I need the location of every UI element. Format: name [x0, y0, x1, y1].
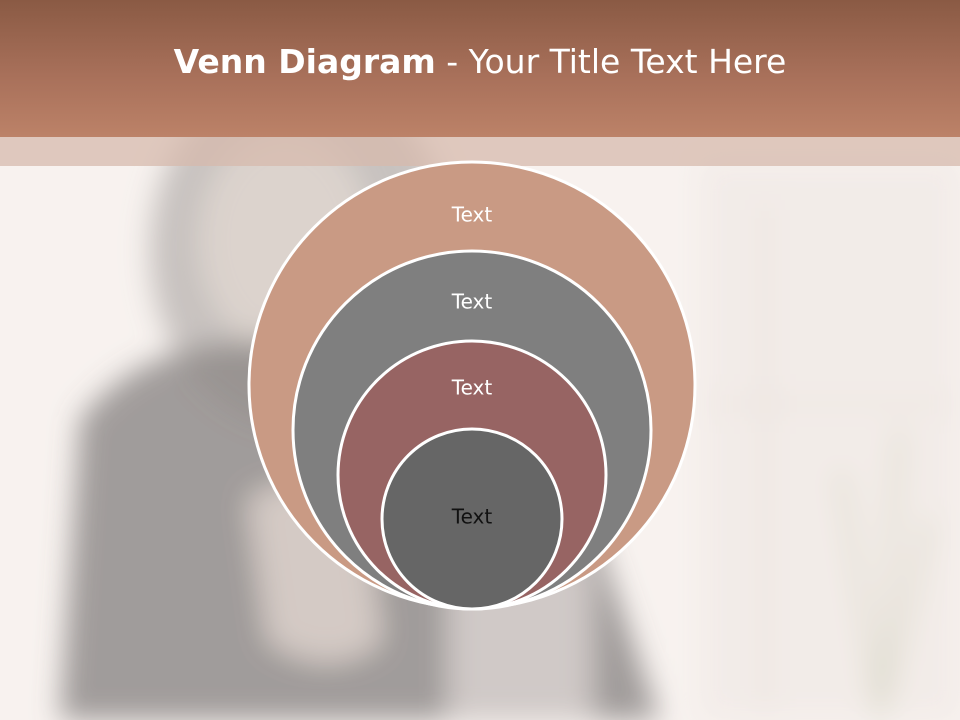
venn-circle-2-label[interactable]: Text — [451, 290, 493, 314]
venn-circle-1-label[interactable]: Text — [451, 203, 493, 227]
slide-title-bold: Venn Diagram — [173, 42, 436, 81]
venn-circle-4[interactable] — [380, 427, 564, 611]
venn-circle-3-label[interactable]: Text — [451, 376, 493, 400]
slide-title[interactable]: Venn Diagram - Your Title Text Here — [0, 40, 960, 84]
title-bar — [0, 0, 960, 137]
slide-title-rest: - Your Title Text Here — [435, 42, 787, 81]
venn-circle-4-label[interactable]: Text — [451, 505, 493, 529]
